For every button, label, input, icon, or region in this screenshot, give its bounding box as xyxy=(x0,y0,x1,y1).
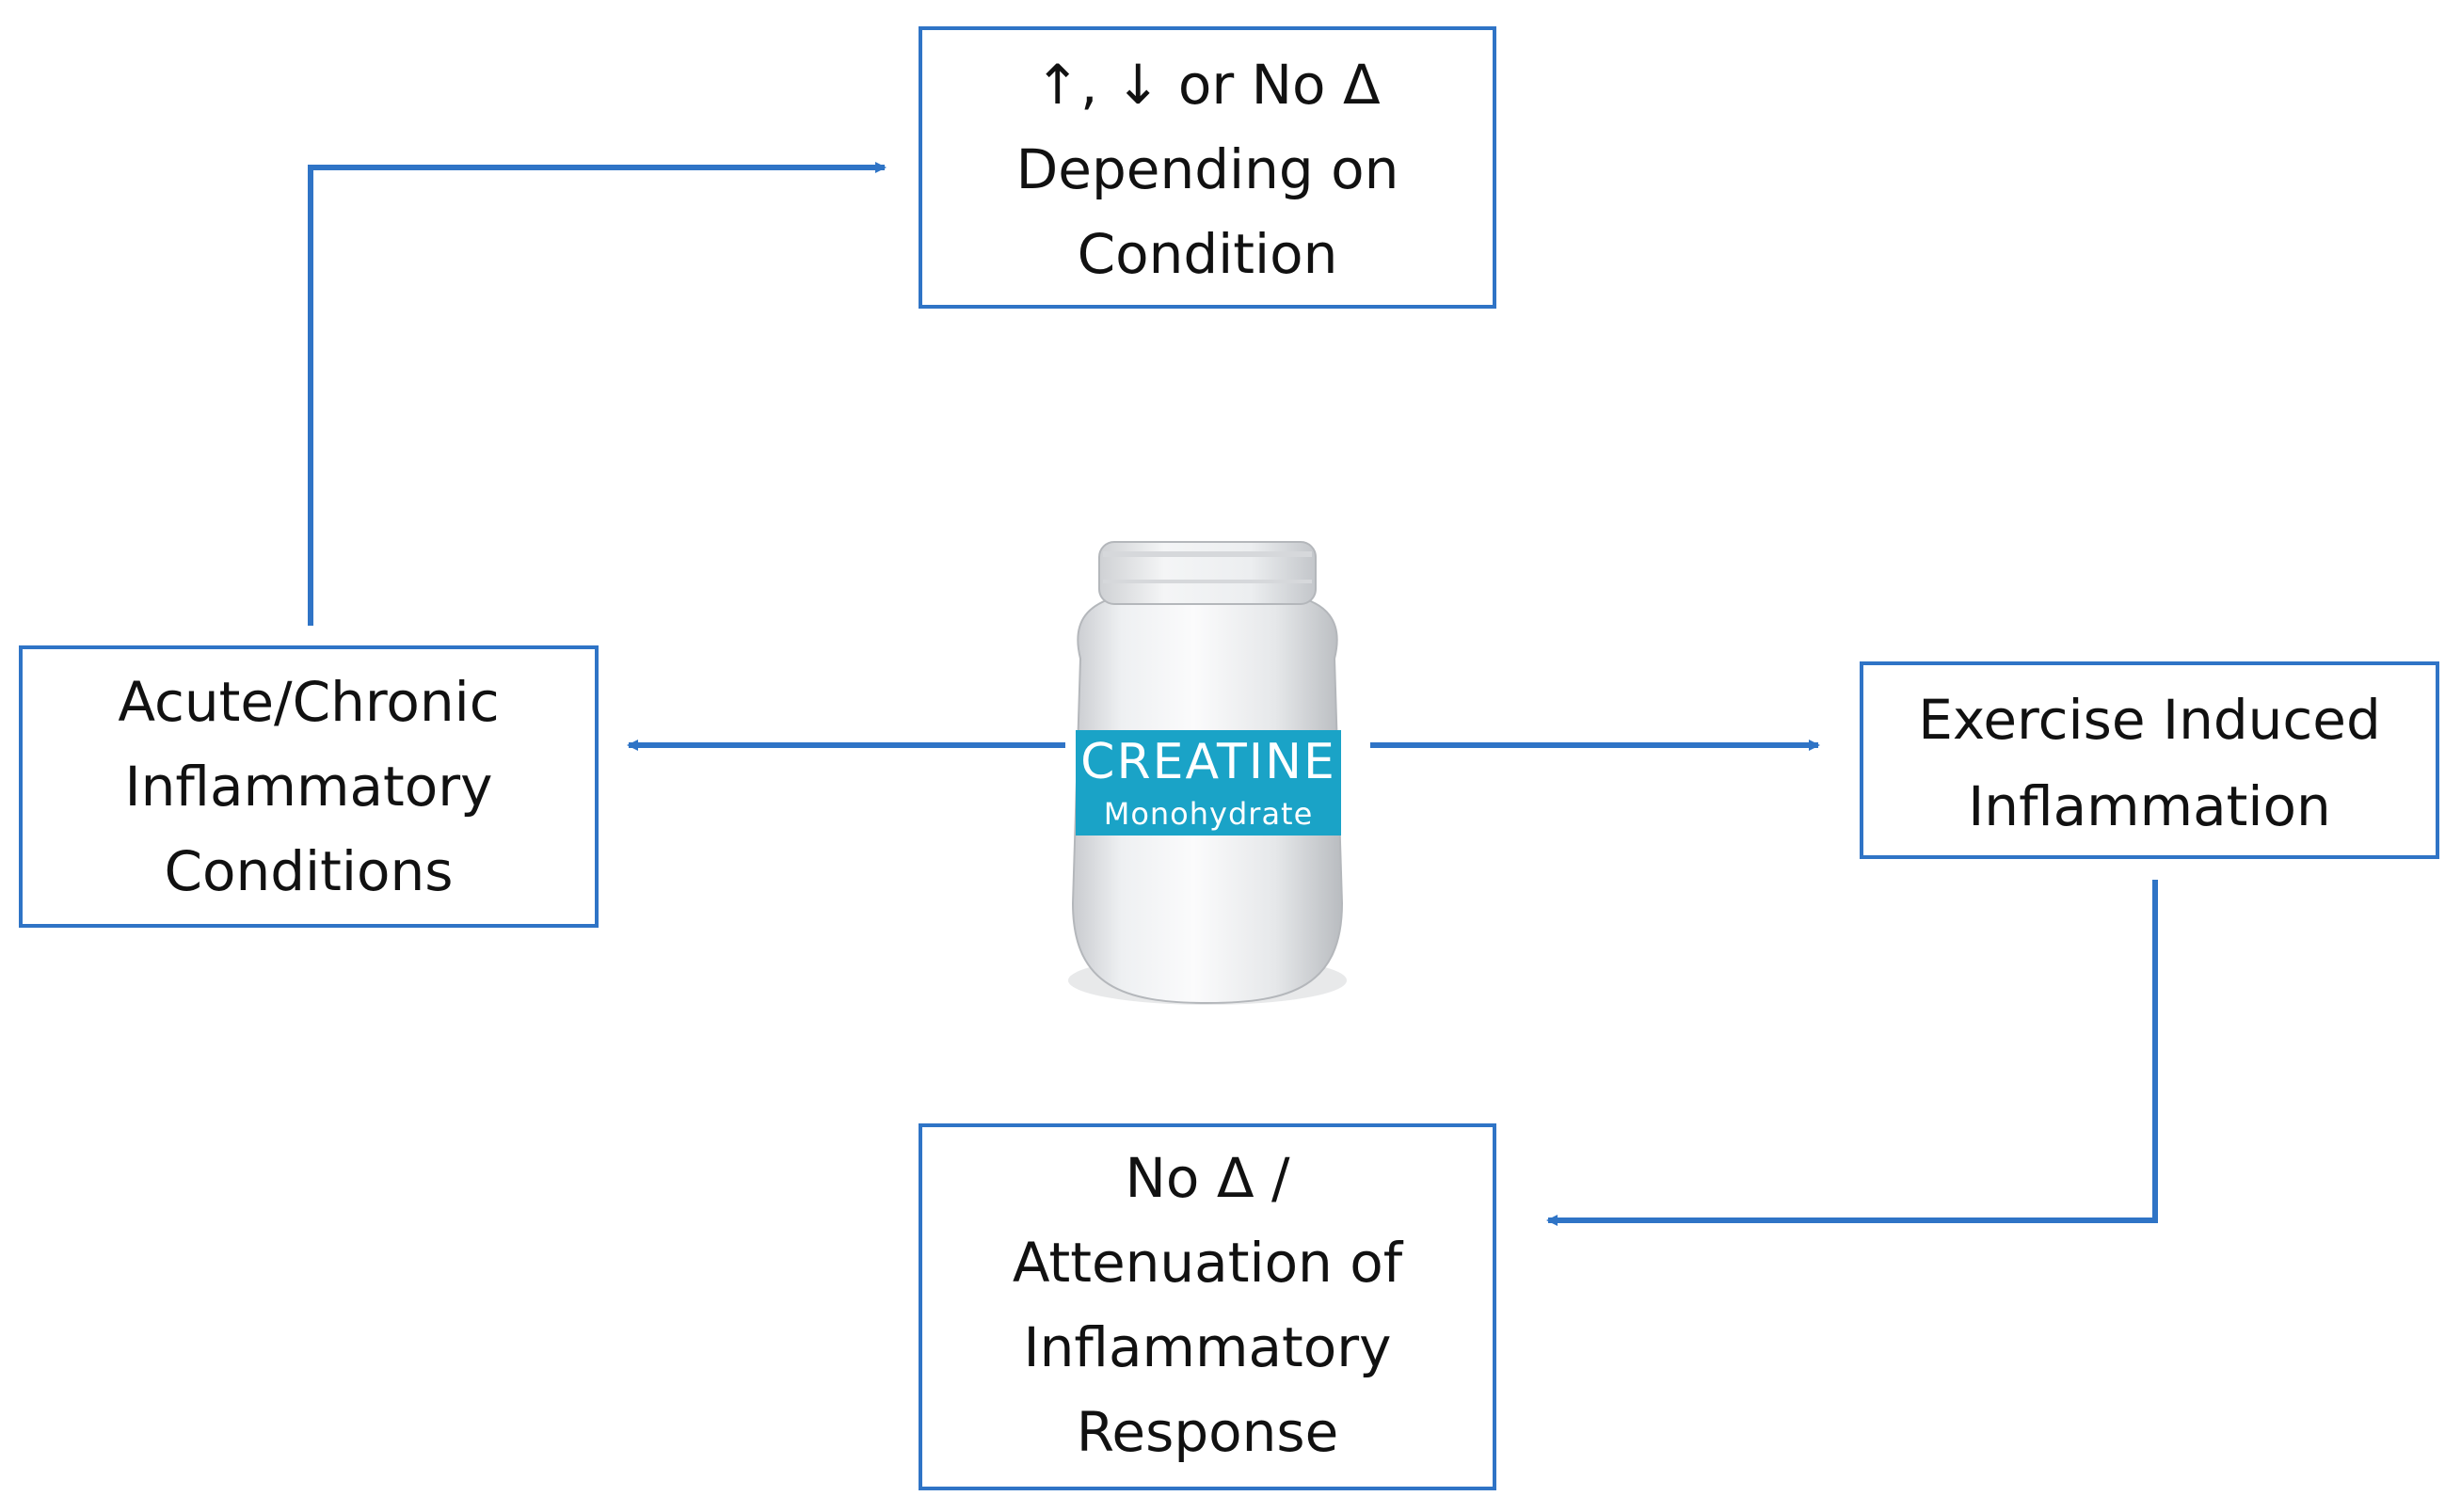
bottom-box-line-3: Inflammatory xyxy=(1024,1315,1392,1379)
top-box-line-3: Condition xyxy=(1078,222,1338,286)
right-box-line-2: Inflammation xyxy=(1968,774,2331,838)
bottom-box-line-4: Response xyxy=(1077,1400,1339,1464)
creatine-jar-image: CREATINE Monohydrate xyxy=(1068,541,1347,1005)
arrow-left-to-top xyxy=(308,162,887,626)
jar-label-sub: Monohydrate xyxy=(1104,796,1314,832)
left-box-line-1: Acute/Chronic xyxy=(118,670,499,734)
bottom-outcome-box: No Δ / Attenuation of Inflammatory Respo… xyxy=(919,1123,1496,1490)
bottom-box-line-2: Attenuation of xyxy=(1013,1231,1404,1295)
top-outcome-box: ↑, ↓ or No Δ Depending on Condition xyxy=(919,26,1496,309)
right-condition-box: Exercise Induced Inflammation xyxy=(1860,661,2439,859)
bottom-box-line-1: No Δ / xyxy=(1126,1146,1290,1210)
arrows xyxy=(308,162,2158,1226)
jar-label-main: CREATINE xyxy=(1080,734,1336,790)
top-box-line-1: ↑, ↓ or No Δ xyxy=(1034,53,1381,117)
right-box-line-1: Exercise Induced xyxy=(1918,688,2381,752)
left-box-line-3: Conditions xyxy=(165,839,454,903)
top-box-line-2: Depending on xyxy=(1016,137,1399,201)
arrow-right-to-bottom xyxy=(1546,880,2158,1226)
left-box-line-2: Inflammatory xyxy=(125,755,493,819)
left-condition-box: Acute/Chronic Inflammatory Conditions xyxy=(19,645,599,928)
